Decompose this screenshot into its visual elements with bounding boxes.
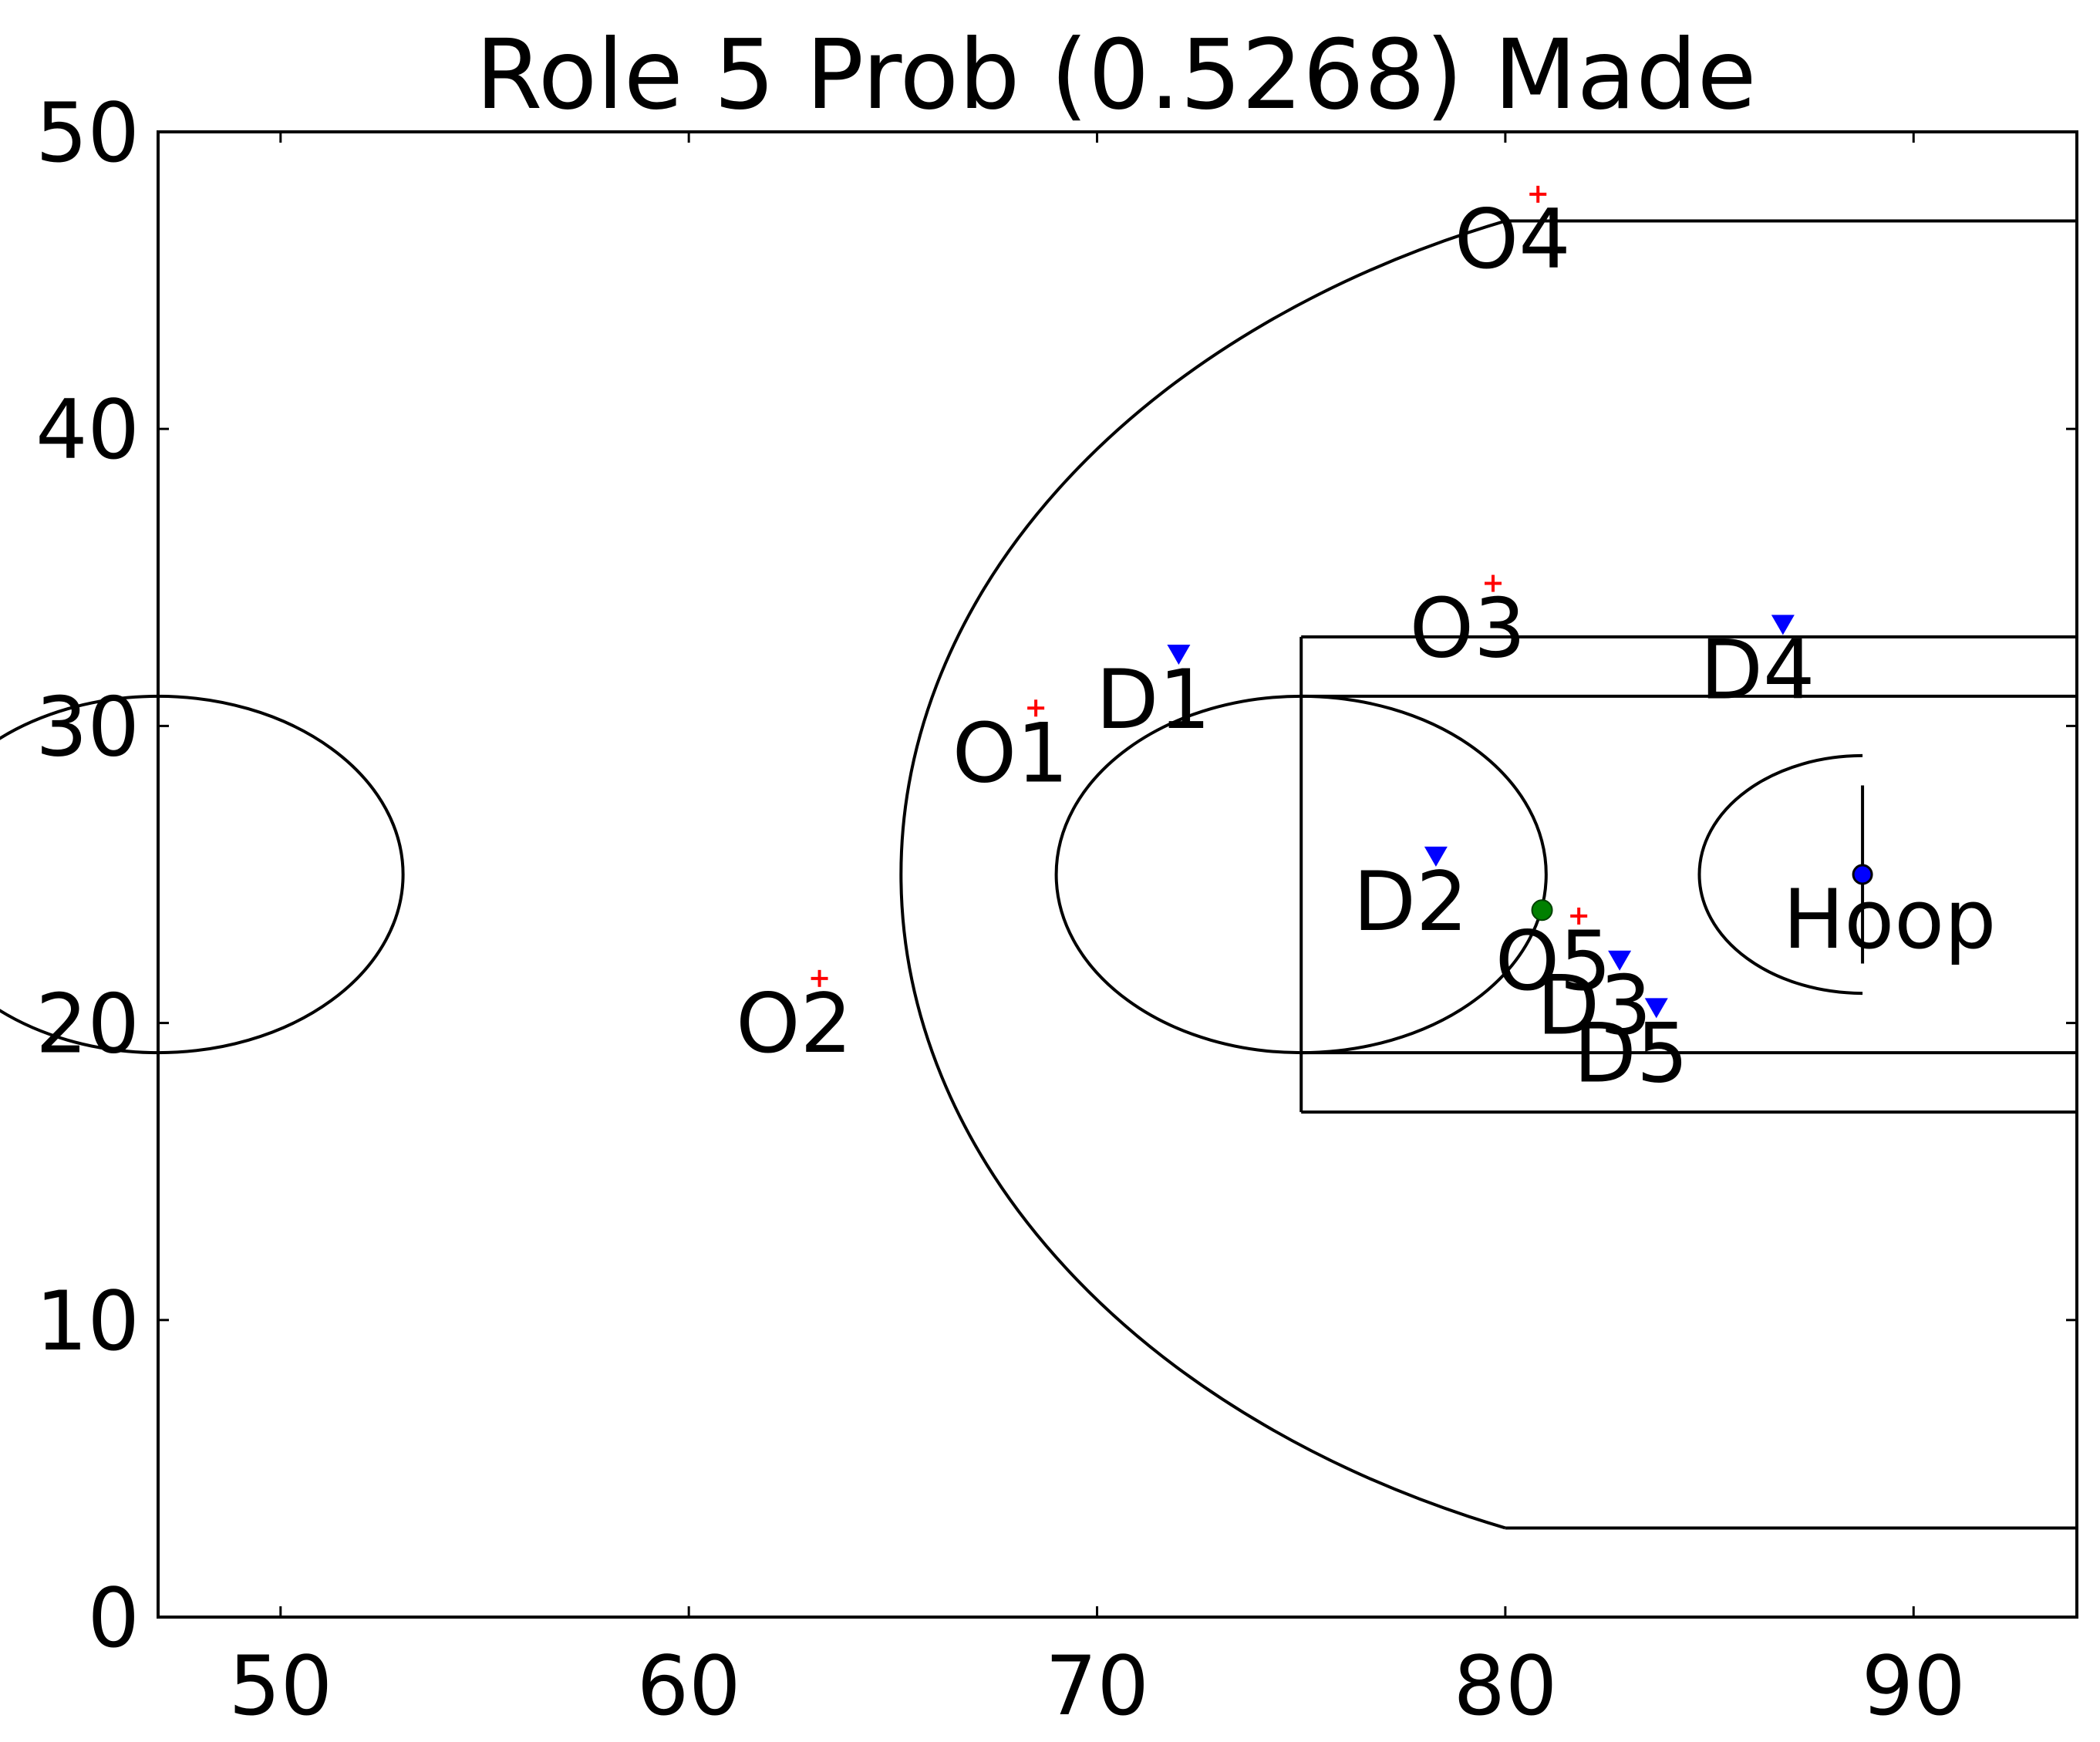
axis-ticks: 50 60 70 80 90 0 10 20 30 40 50 [35, 86, 2077, 1734]
defense-marker [1167, 644, 1191, 665]
y-tick-label: 10 [35, 1274, 140, 1369]
offense-label: O3 [1410, 581, 1526, 676]
restricted-area-arc [1697, 753, 1863, 996]
offense-marker [811, 969, 828, 987]
offense-marker [1027, 699, 1045, 717]
offense-label: O2 [736, 976, 852, 1071]
hoop-label: Hoop [1783, 872, 1997, 967]
defense-marker [1424, 846, 1448, 867]
plot-frame [157, 130, 2078, 1619]
offense-label: O4 [1454, 192, 1571, 287]
y-tick-label: 50 [35, 86, 140, 180]
offense-marker [1570, 907, 1588, 925]
offense-label: O1 [952, 706, 1069, 800]
defense-marker [1644, 998, 1668, 1019]
x-tick-label: 70 [1045, 1639, 1149, 1734]
defense-label: D2 [1353, 854, 1468, 949]
offense-marker [1529, 185, 1547, 203]
y-tick-label: 0 [88, 1571, 140, 1666]
hoop-marker [1852, 864, 1873, 885]
court-lines [0, 219, 2077, 1530]
defense-label: D4 [1700, 622, 1815, 717]
three-point-arc [899, 219, 1506, 1530]
x-tick-label: 90 [1862, 1639, 1966, 1734]
y-tick-label: 20 [35, 977, 140, 1072]
defense-label: D5 [1573, 1006, 1688, 1100]
x-tick-label: 50 [228, 1639, 332, 1734]
offense-label: O5 [1495, 914, 1612, 1009]
x-tick-label: 80 [1453, 1639, 1557, 1734]
offense-marker [1485, 574, 1502, 592]
defense-label: D3 [1537, 959, 1652, 1053]
defense-marker [1771, 615, 1795, 635]
ball-marker [1531, 899, 1553, 922]
y-tick-label: 40 [35, 382, 140, 477]
player-marks [811, 185, 1873, 1019]
x-tick-label: 60 [637, 1639, 741, 1734]
defense-label: D1 [1096, 652, 1211, 747]
chart-title: Role 5 Prob (0.5268) Made [475, 19, 1756, 131]
defense-marker [1608, 950, 1632, 971]
y-tick-label: 30 [35, 679, 140, 774]
